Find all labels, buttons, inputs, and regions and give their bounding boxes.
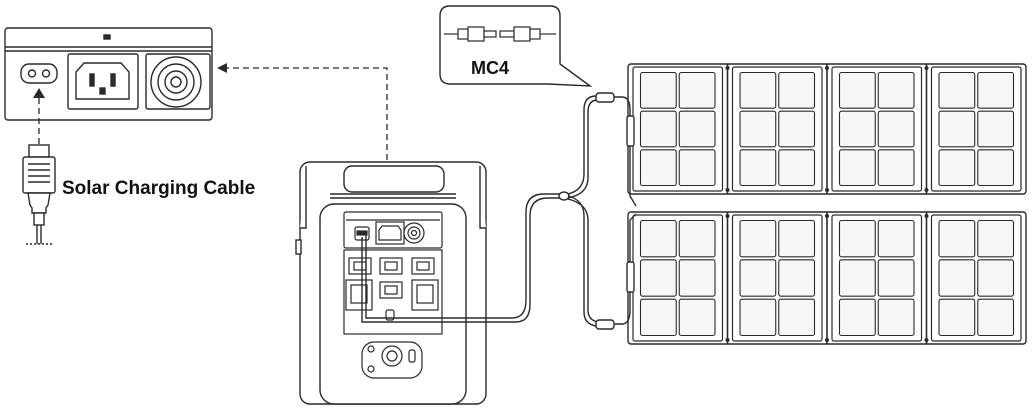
solar-cell: [778, 71, 816, 109]
solar-panel: [632, 214, 724, 342]
solar-cell: [938, 71, 976, 109]
solar-cell: [838, 259, 876, 297]
hinge-dot: [924, 66, 929, 70]
solar-cell: [739, 110, 777, 148]
solar-cell: [678, 259, 716, 297]
solar-cell: [938, 259, 976, 297]
solar-cell: [739, 149, 777, 187]
solar-panel-row: [627, 211, 1027, 345]
solar-panel-array: [627, 63, 1027, 345]
solar-cell: [877, 71, 915, 109]
dc-input-port-icon: [20, 63, 58, 84]
hinge-dot: [825, 338, 829, 342]
solar-cell: [739, 71, 777, 109]
solar-cell: [778, 259, 816, 297]
solar-cell: [838, 71, 876, 109]
solar-cell: [838, 298, 876, 337]
power-station-top-ports: [343, 211, 443, 249]
solar-cell: [938, 298, 976, 337]
arrow-up-icon: [33, 88, 45, 98]
charging-cables: [361, 92, 637, 330]
solar-cell: [639, 298, 677, 337]
solar-panel: [924, 212, 1022, 344]
hinge-dot: [725, 214, 730, 218]
solar-cell: [938, 149, 976, 187]
solar-cell: [877, 219, 915, 258]
power-station-car-port: [361, 341, 423, 379]
xt60-fan-icon: [145, 53, 211, 110]
solar-cell: [678, 110, 716, 148]
solar-cell: [639, 219, 677, 258]
solar-cell: [778, 219, 816, 258]
hinge-dot: [725, 338, 730, 342]
solar-cell: [678, 71, 716, 109]
solar-panel-row: [627, 63, 1027, 195]
hinge-dot: [825, 188, 829, 192]
solar-cell: [877, 149, 915, 187]
hinge-dot: [725, 66, 730, 70]
solar-cell: [977, 259, 1015, 297]
solar-cell: [977, 219, 1015, 258]
solar-cell: [877, 298, 915, 337]
solar-panel: [924, 64, 1022, 194]
solar-cell: [739, 219, 777, 258]
solar-cell: [938, 219, 976, 258]
solar-cell: [877, 110, 915, 148]
solar-cell: [778, 110, 816, 148]
solar-panel: [825, 212, 923, 344]
solar-cell: [877, 259, 915, 297]
mc4-label: MC4: [471, 58, 510, 78]
hinge-dot: [825, 66, 829, 70]
solar-panel: [825, 64, 923, 194]
solar-cell: [977, 110, 1015, 148]
solar-cell: [639, 259, 677, 297]
solar-cell: [977, 71, 1015, 109]
solar-cell: [639, 149, 677, 187]
solar-cell: [678, 219, 716, 258]
hinge-dot: [725, 188, 730, 192]
solar-charging-cable-label: Solar Charging Cable: [62, 178, 256, 199]
mc4-callout: [439, 5, 593, 87]
solar-panel: [632, 66, 724, 192]
arrow-left-icon: [217, 63, 227, 73]
ac-outlet-icon: [67, 53, 139, 110]
solar-cell: [678, 149, 716, 187]
solar-panel: [725, 64, 823, 194]
solar-cell: [838, 149, 876, 187]
solar-cell: [778, 298, 816, 337]
mc4-connector-icon: [444, 26, 556, 42]
hinge-dot: [924, 338, 929, 342]
solar-cell: [938, 110, 976, 148]
solar-cell: [977, 298, 1015, 337]
power-station: [295, 161, 487, 405]
solar-cell: [977, 149, 1015, 187]
solar-cell: [739, 298, 777, 337]
solar-cell: [838, 219, 876, 258]
solar-cell: [678, 298, 716, 337]
solar-cable-plug-icon: [22, 144, 56, 245]
port-closeup: [4, 27, 213, 121]
dashed-connector-lines: [38, 67, 388, 210]
power-station-outlets: [343, 249, 443, 335]
solar-cell: [639, 71, 677, 109]
hinge-dot: [924, 214, 929, 218]
solar-cell: [739, 259, 777, 297]
solar-cell: [838, 110, 876, 148]
solar-panel: [725, 212, 823, 344]
hinge-dot: [924, 188, 929, 192]
solar-cell: [639, 110, 677, 148]
solar-cell: [778, 149, 816, 187]
hinge-dot: [825, 214, 829, 218]
